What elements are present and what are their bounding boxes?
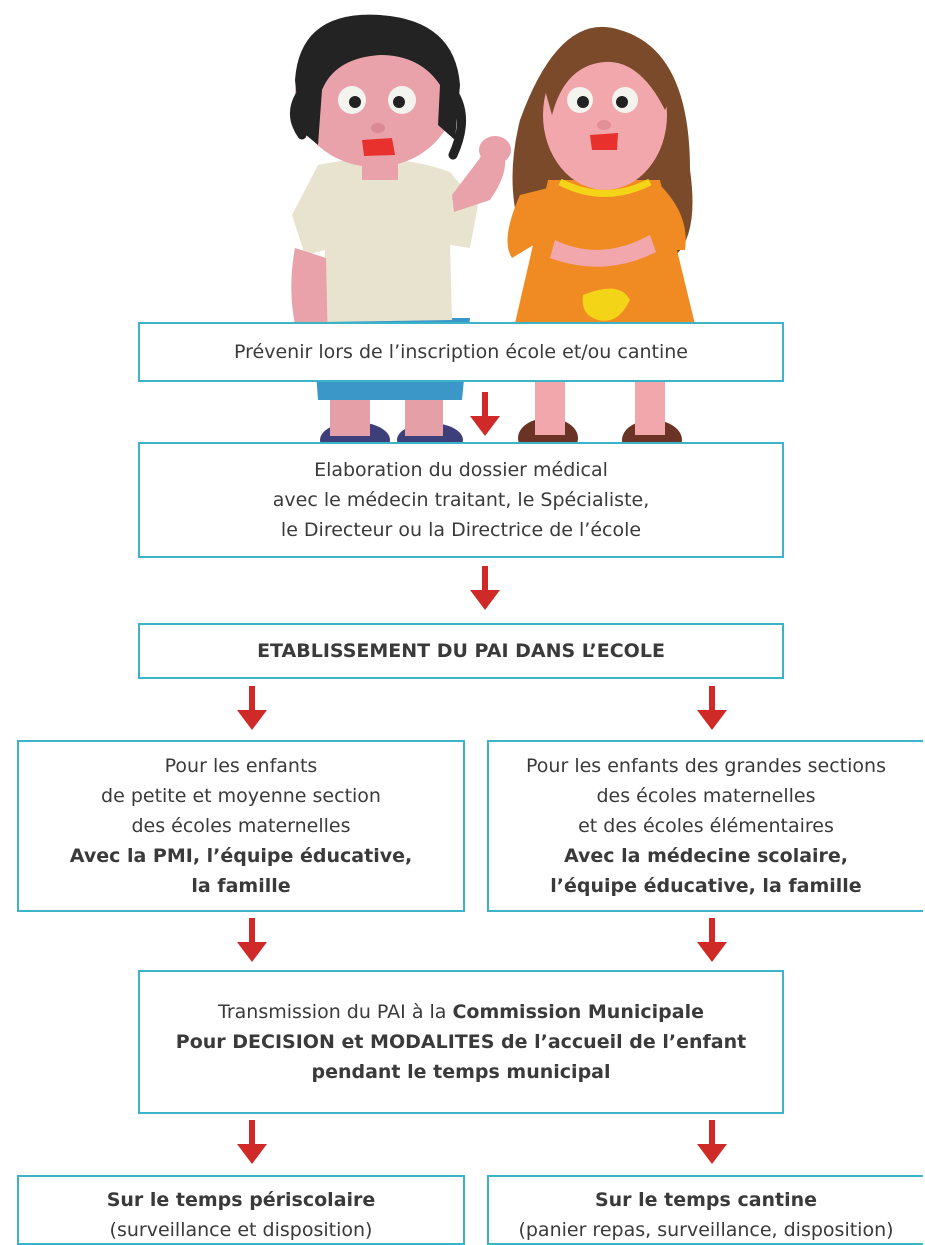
step-petite-section-line-2: de petite et moyenne section — [101, 785, 381, 807]
step-transmission-bold-2: pendant le temps municipal — [311, 1061, 611, 1083]
arrow-down-right-3 — [697, 1120, 727, 1164]
step-elaboration-line-2: avec le médecin traitant, le Spécialiste… — [272, 489, 650, 511]
step-grande-section-line-1: Pour les enfants des grandes sections — [526, 755, 886, 777]
step-cantine-detail: (panier repas, surveillance, disposition… — [518, 1219, 894, 1241]
step-transmission-bold-1: Pour DECISION et MODALITES de l’accueil … — [175, 1031, 747, 1053]
step-elaboration-box: Elaboration du dossier médical avec le m… — [138, 442, 784, 558]
step-petite-section-bold-2: la famille — [191, 875, 291, 897]
step-grande-section-bold-2: l’équipe éducative, la famille — [550, 875, 862, 897]
step-transmission-line-1: Transmission du PAI à la Commission Muni… — [218, 997, 704, 1027]
step-cantine-title: Sur le temps cantine — [594, 1189, 818, 1211]
step-petite-section-line-1: Pour les enfants — [164, 755, 318, 777]
arrow-down-right-1 — [697, 686, 727, 730]
step-transmission-box: Transmission du PAI à la Commission Muni… — [138, 970, 784, 1114]
step-petite-section-bold-1: Avec la PMI, l’équipe éducative, — [69, 845, 413, 867]
arrow-down-left-1 — [237, 686, 267, 730]
arrow-down-1 — [470, 392, 500, 436]
step-periscolaire-title: Sur le temps périscolaire — [106, 1189, 376, 1211]
clay-girl-figure — [507, 26, 700, 460]
arrow-down-right-2 — [697, 918, 727, 962]
step-transmission-commission: Commission Municipale — [452, 1001, 704, 1023]
arrow-down-left-2 — [237, 918, 267, 962]
step-petite-section-line-3: des écoles maternelles — [131, 815, 351, 837]
step-prevenir-box: Prévenir lors de l’inscription école et/… — [138, 322, 784, 382]
clay-children-illustration — [290, 14, 700, 460]
step-transmission-prefix: Transmission du PAI à la — [218, 1001, 453, 1023]
arrow-down-2 — [470, 566, 500, 610]
step-grande-section-line-3: et des écoles élémentaires — [578, 815, 834, 837]
step-prevenir-text: Prévenir lors de l’inscription école et/… — [234, 341, 688, 363]
step-elaboration-line-3: le Directeur ou la Directrice de l’école — [280, 519, 642, 541]
step-periscolaire-detail: (surveillance et disposition) — [109, 1219, 373, 1241]
step-grande-section-bold-1: Avec la médecine scolaire, — [563, 845, 849, 867]
step-etablissement-box: ETABLISSEMENT DU PAI DANS L’ECOLE — [138, 623, 784, 679]
step-cantine-box: Sur le temps cantine (panier repas, surv… — [487, 1175, 923, 1245]
step-petite-section-box: Pour les enfants de petite et moyenne se… — [17, 740, 465, 912]
step-etablissement-text: ETABLISSEMENT DU PAI DANS L’ECOLE — [257, 640, 665, 662]
step-grande-section-box: Pour les enfants des grandes sections de… — [487, 740, 923, 912]
step-periscolaire-box: Sur le temps périscolaire (surveillance … — [17, 1175, 465, 1245]
arrow-down-left-3 — [237, 1120, 267, 1164]
step-grande-section-line-2: des écoles maternelles — [596, 785, 816, 807]
step-elaboration-line-1: Elaboration du dossier médical — [314, 459, 608, 481]
